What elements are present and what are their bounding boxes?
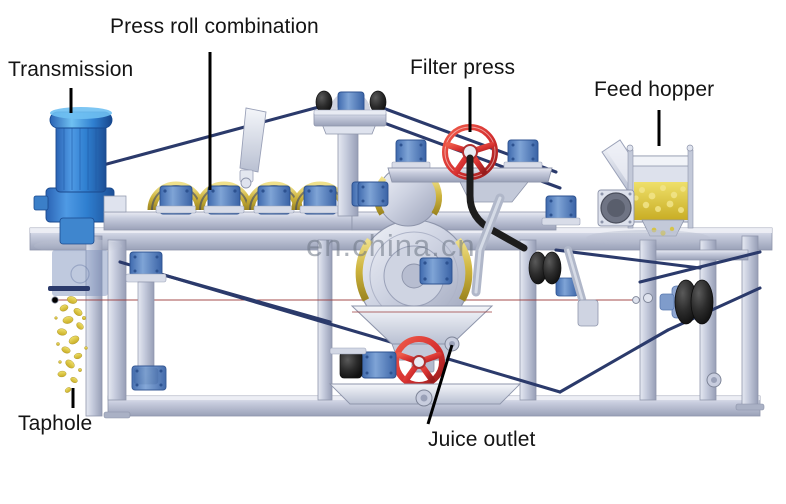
leader-juice-outlet: [426, 344, 454, 425]
press-roll-combination: [147, 107, 349, 215]
taphole-discharge: [48, 286, 90, 393]
main-drum: [351, 165, 473, 333]
lower-handwheel: [328, 336, 522, 407]
label-transmission: Transmission: [8, 58, 134, 81]
label-filter-press: Filter press: [410, 56, 516, 79]
label-press-roll-combination: Press roll combination: [110, 15, 319, 38]
filter-press-handwheel: [387, 124, 553, 297]
leader-lines: [69, 52, 661, 425]
scraper-blade: [239, 107, 267, 189]
feed-hopper: [586, 139, 710, 246]
upper-apex-roller: [313, 90, 387, 217]
frame-bearings: [125, 181, 599, 391]
air-bag-tensioner: [643, 279, 722, 388]
label-taphole: Taphole: [18, 412, 93, 435]
transmission-motor: [33, 107, 122, 296]
label-feed-hopper: Feed hopper: [594, 78, 715, 101]
label-juice-outlet: Juice outlet: [428, 428, 536, 451]
